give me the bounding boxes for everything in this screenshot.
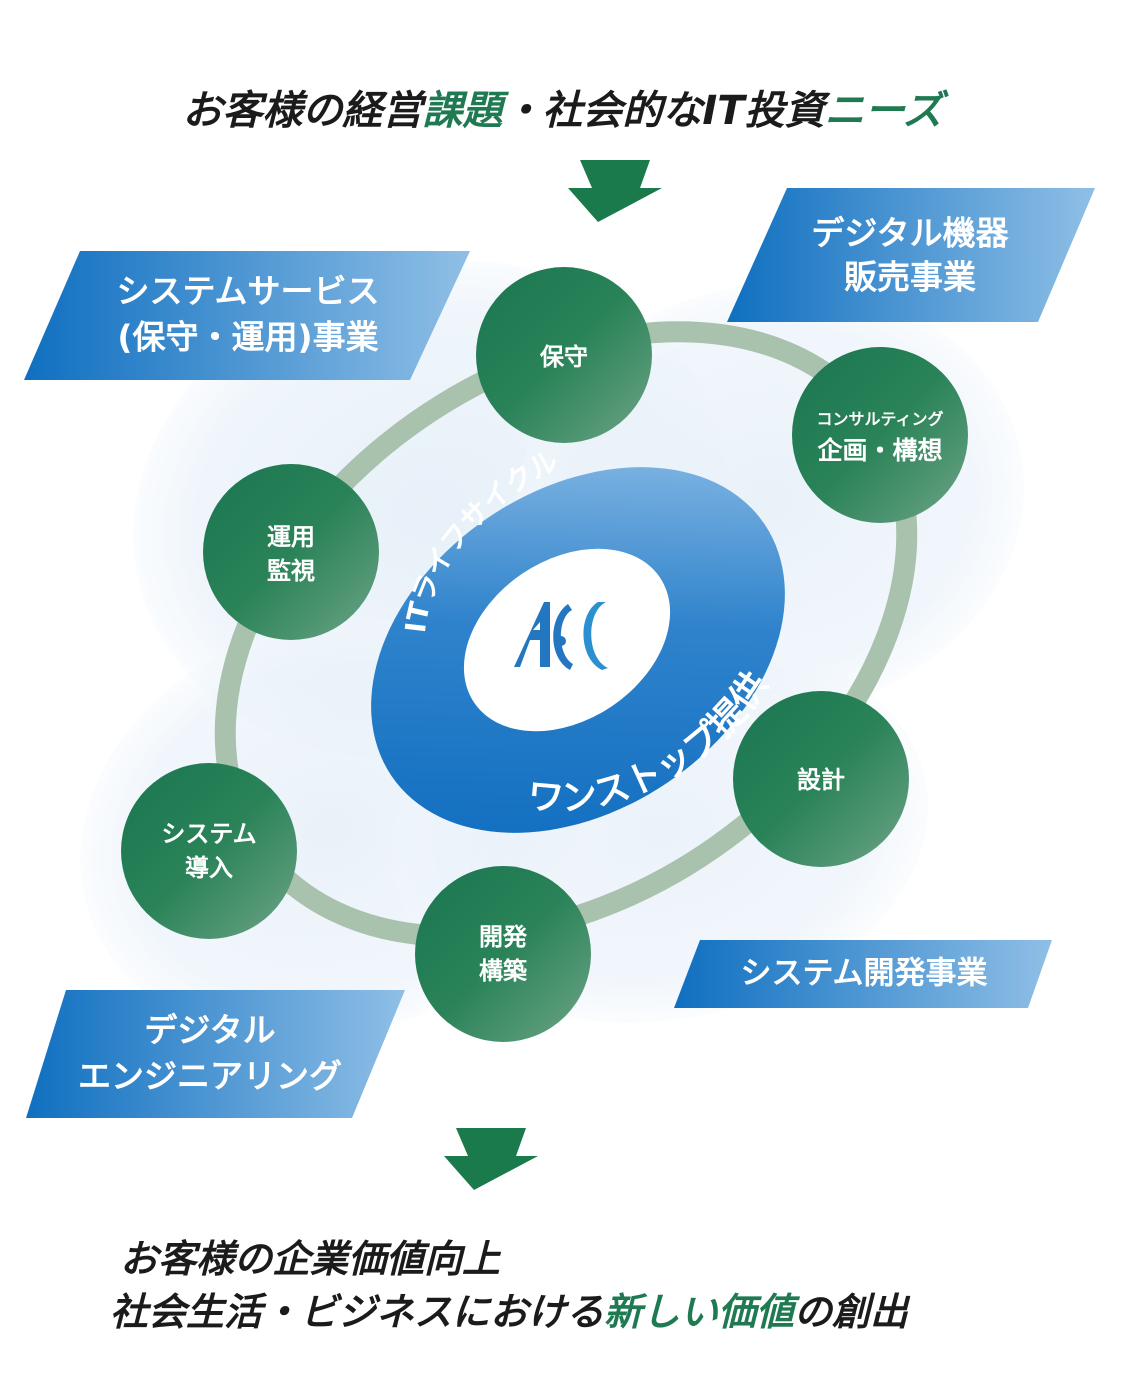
label-line: システム開発事業 [740,956,987,992]
bottom-heading-line1: お客様の企業価値向上 [120,1228,500,1283]
label-line: コンサルティング [816,410,943,429]
label-line: 導入 [185,854,233,882]
business-digital-devices: デジタル機器販売事業 [727,188,1095,322]
label-line: 監視 [267,557,315,585]
heading-text: の創出 [794,1290,909,1334]
heading-text: お客様の企業価値向上 [120,1237,501,1281]
svg-text:コンサルティング企画・構想: コンサルティング企画・構想 [816,410,943,466]
label-line: 販売事業 [844,258,976,297]
label-line: エンジニアリング [78,1057,342,1096]
svg-text:設計: 設計 [797,766,845,794]
svg-text:システムサービス(保守・運用)事業: システムサービス (保守・運用)事業 [116,272,379,357]
asc-logo [514,602,608,670]
step-sekkei: 設計 [733,691,909,867]
label-line: デジタル [144,1011,275,1050]
svg-text:システム開発事業: システム開発事業 [740,956,987,992]
label-line: 構築 [479,957,528,985]
center-ellipse [371,467,785,833]
step-consulting: コンサルティング企画・構想 [792,347,968,523]
heading-accent-text: 課題 [422,88,503,134]
svg-text:運用監視: 運用監視 [267,523,315,585]
heading-accent-text: 新しい価値 [604,1290,795,1334]
heading-text: 社会生活・ビジネスにおける [110,1290,605,1334]
label-line: 設計 [797,766,845,794]
label-line: (保守・運用)事業 [117,318,378,357]
arrow-down-top-icon [568,160,662,222]
label-line: システムサービス [116,272,379,311]
heading-text: ・社会的なIT投資 [502,88,825,134]
top-heading: お客様の経営課題・社会的なIT投資ニーズ [0,78,1125,136]
label-line: システム [161,820,256,848]
business-digital-engineering: デジタルエンジニアリング [26,990,405,1118]
svg-text:開発構築: 開発構築 [479,923,528,985]
label-line: 運用 [267,523,315,551]
svg-text:保守: 保守 [539,343,588,371]
svg-text:デジタルエンジニアリング: デジタルエンジニアリング [78,1011,342,1096]
label-line: 開発 [479,923,528,951]
arrow-down-bottom-icon [444,1128,538,1190]
heading-accent-text: ニーズ [824,88,943,134]
label-line: デジタル機器 [811,214,1009,253]
svg-text:デジタル機器販売事業: デジタル機器販売事業 [811,214,1009,297]
business-system-service: システムサービス (保守・運用)事業 [24,251,470,380]
step-kaihatsu: 開発構築 [415,866,591,1042]
step-unyou: 運用監視 [203,464,379,640]
heading-text: お客様の経営 [182,88,423,134]
business-system-development: システム開発事業 [674,940,1052,1008]
step-hoshu: 保守 [476,267,652,443]
step-dounyu: システム導入 [121,763,297,939]
svg-text:システム導入: システム導入 [161,820,256,882]
label-line: 企画・構想 [817,436,942,465]
bottom-heading-line2: 社会生活・ビジネスにおける新しい価値の創出 [110,1281,908,1336]
label-line: 保守 [539,343,588,371]
